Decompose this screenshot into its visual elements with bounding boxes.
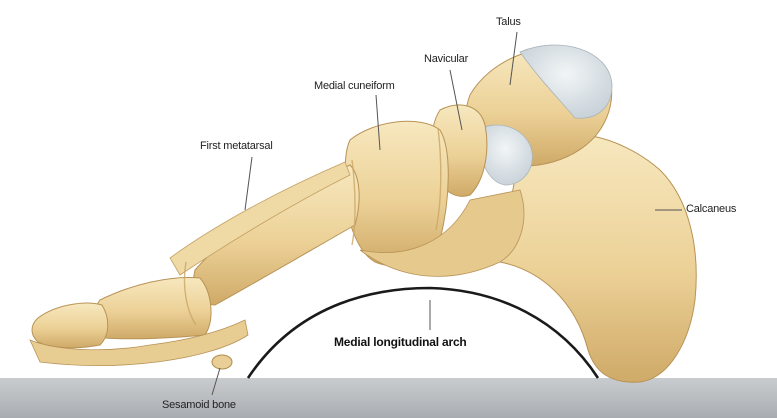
medial-longitudinal-arch-line — [248, 288, 598, 378]
label-first-metatarsal: First metatarsal — [200, 140, 273, 152]
sesamoid-bone — [212, 355, 232, 369]
label-medial-cuneiform: Medial cuneiform — [314, 80, 395, 92]
distal-phalanx-bone — [32, 303, 108, 348]
label-navicular: Navicular — [424, 53, 468, 65]
calcaneus-bone — [500, 134, 696, 382]
proximal-phalanx-bone — [95, 277, 212, 338]
label-sesamoid-bone: Sesamoid bone — [162, 399, 236, 411]
label-talus: Talus — [496, 16, 521, 28]
ground-surface — [0, 378, 777, 418]
label-medial-longitudinal-arch: Medial longitudinal arch — [334, 335, 467, 349]
label-calcaneus: Calcaneus — [686, 203, 736, 215]
